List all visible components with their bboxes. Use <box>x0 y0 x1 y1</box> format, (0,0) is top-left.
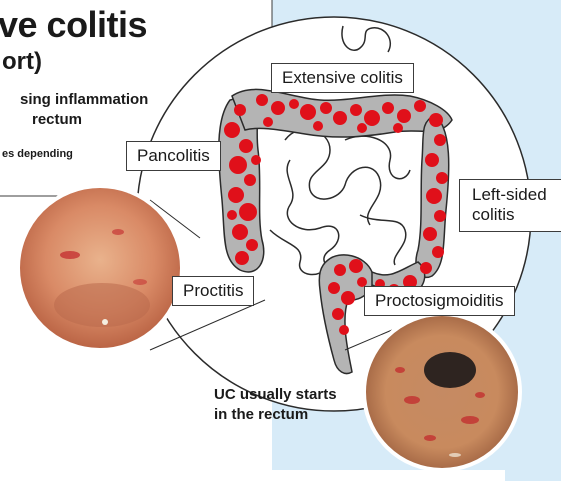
subtitle-fragment: ort) <box>2 48 42 76</box>
label-proctosigmoiditis: Proctosigmoiditis <box>364 286 515 316</box>
bullet-line-1: sing inflammation <box>20 90 148 110</box>
label-left-sided-line-2: colitis <box>472 205 561 225</box>
bullet-line-2: rectum <box>20 110 148 130</box>
bullet-text-fragment: sing inflammation rectum <box>20 90 148 130</box>
rectum-note-line-1: UC usually starts <box>214 385 337 405</box>
rectum-note: UC usually starts in the rectum <box>214 385 337 425</box>
label-extensive-colitis: Extensive colitis <box>271 63 414 93</box>
endoscopy-photo-proctitis <box>18 186 182 350</box>
page-title-fragment: ve colitis <box>0 4 147 46</box>
label-pancolitis: Pancolitis <box>126 141 221 171</box>
endoscopy-photo-proctosigmoiditis <box>364 314 520 470</box>
label-proctitis: Proctitis <box>172 276 254 306</box>
bullet-small-fragment: es depending <box>2 148 73 160</box>
label-left-sided-colitis: Left-sided colitis <box>459 179 561 232</box>
rectum-note-line-2: in the rectum <box>214 405 337 425</box>
label-left-sided-line-1: Left-sided <box>472 185 561 205</box>
